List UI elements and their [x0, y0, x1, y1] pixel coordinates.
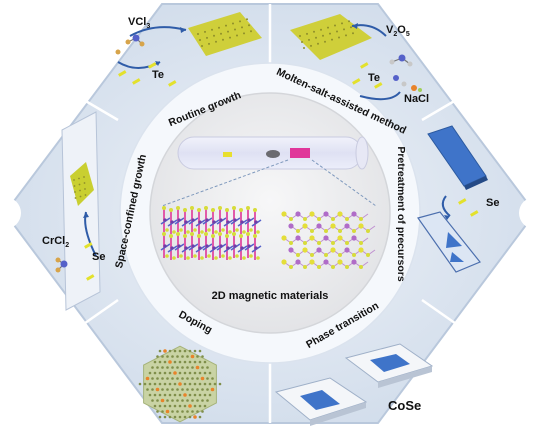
center-title: 2D magnetic materials [212, 290, 329, 302]
furnace-tube [177, 136, 369, 170]
te-atoms [352, 62, 383, 89]
te-atoms [118, 62, 177, 87]
te-label: Te [152, 69, 164, 81]
v2o5-sheet [290, 14, 372, 60]
flow-arrow [441, 195, 451, 217]
crcl2-label: CrCl2 [42, 235, 69, 249]
confinement-plate [61, 111, 101, 311]
se-label: Se [486, 197, 499, 209]
segment-phase-transition: CoSe [274, 343, 434, 426]
segment-dividers [57, 4, 483, 423]
honeycomb-lattice [281, 211, 376, 269]
se-label: Se [92, 251, 105, 263]
zoom-lines [161, 159, 377, 207]
ring-label-pretreatment: Pretreatment of precursors [395, 146, 407, 282]
nacl-label: NaCl [404, 93, 429, 105]
te-label: Te [368, 72, 380, 84]
segment-pretreatment: Se [417, 125, 499, 273]
segment-molten-salt: V2O5 Te NaCl [290, 14, 429, 105]
vcl3-molecule [115, 34, 145, 55]
left-notch [0, 197, 21, 229]
substrate-pink [290, 148, 310, 158]
cose-label: CoSe [388, 398, 421, 413]
precursor-powder [266, 150, 280, 158]
v2o5-molecule [389, 54, 413, 87]
magnetic-spin-lattice [160, 206, 262, 260]
segment-space-confined: CrCl2 Se [42, 111, 105, 311]
v2o5-label: V2O5 [386, 24, 410, 38]
se-atoms [84, 242, 95, 281]
right-notch [519, 197, 540, 229]
nacl-molecule [411, 85, 422, 92]
vcl3-label: VCl3 [128, 16, 150, 30]
vcl3-sheet [188, 12, 262, 56]
doped-hexagonal-lattice [138, 345, 222, 423]
flow-arrow [117, 61, 161, 69]
precursor-boat-yellow [223, 152, 232, 157]
crcl2-molecule [55, 257, 68, 273]
segment-routine-growth: VCl3 Te [115, 12, 262, 87]
se-atoms [458, 198, 479, 217]
